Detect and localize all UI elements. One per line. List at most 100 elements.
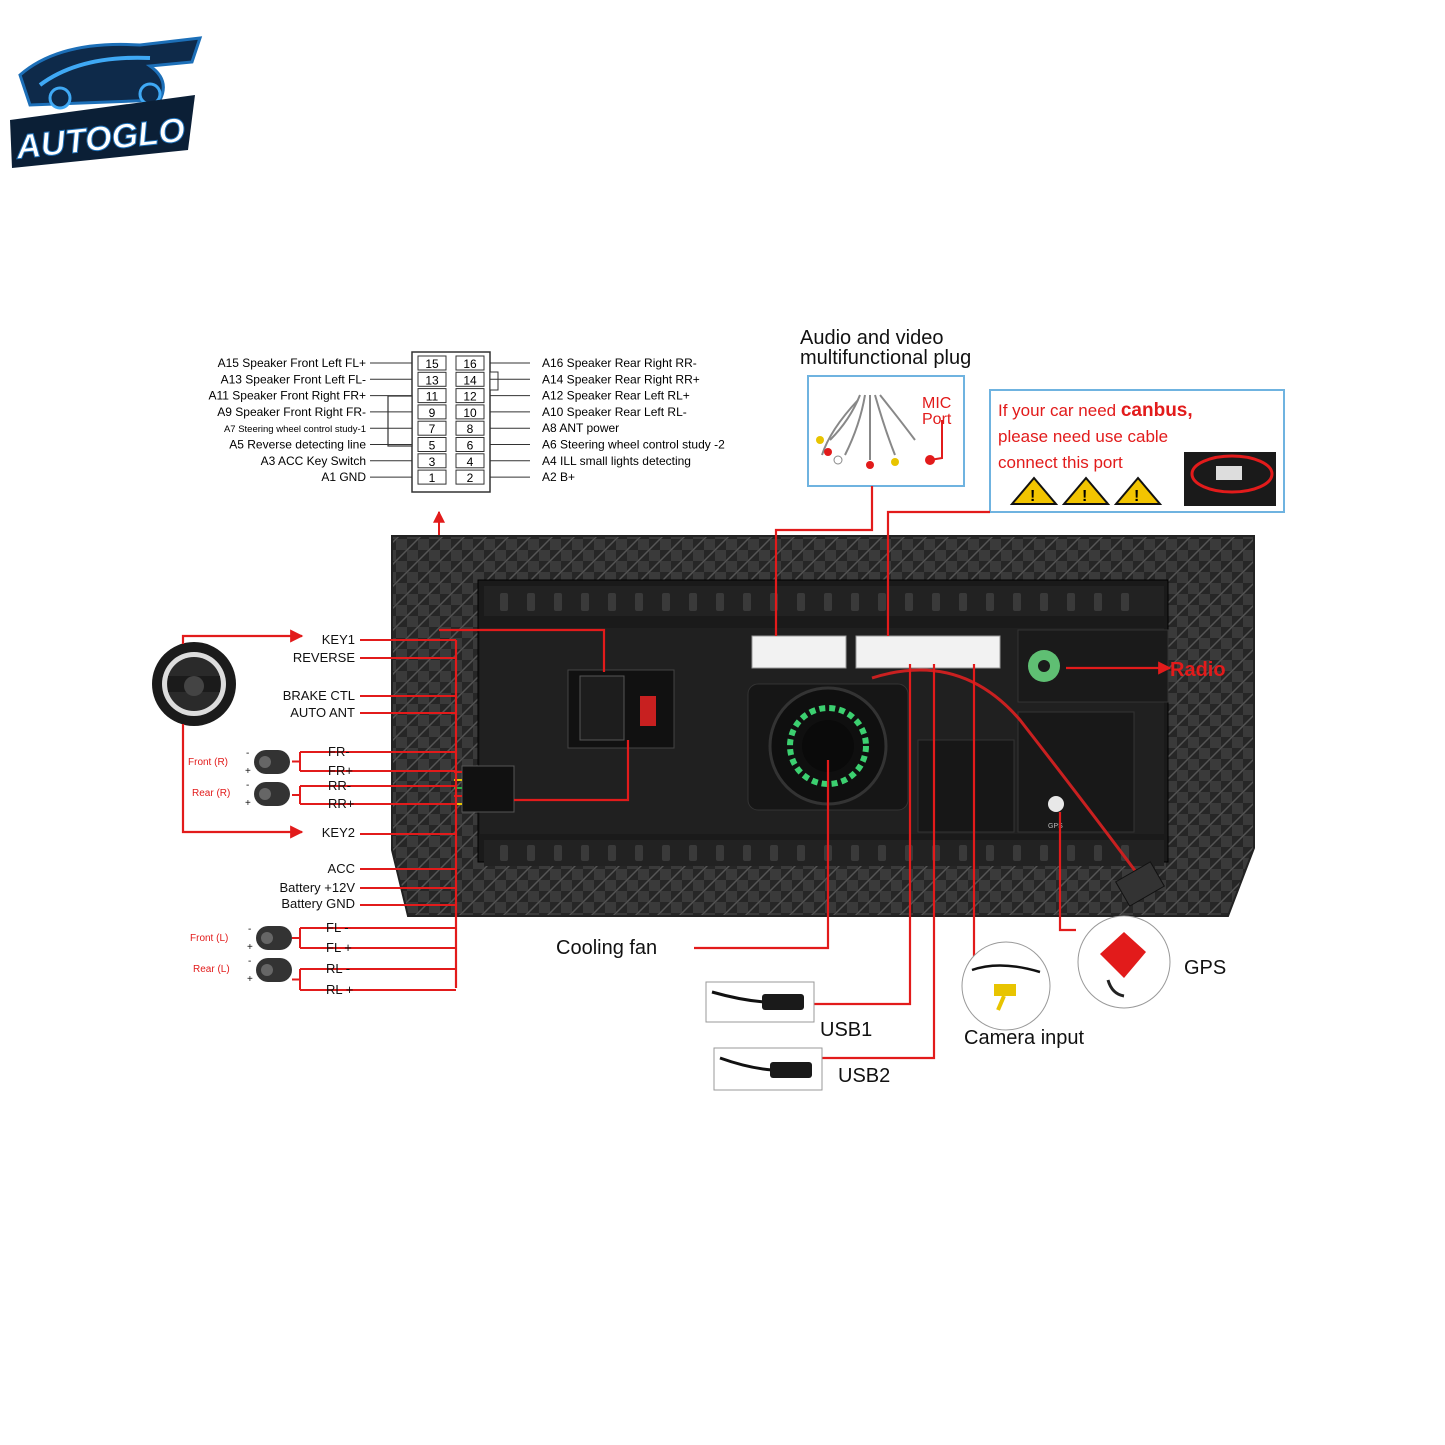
pin-number: 13 [425,373,439,387]
pin-number: 3 [429,455,436,469]
callout-lines [439,486,1172,1060]
vent-slot [1067,593,1075,611]
pin-number: 14 [463,373,477,387]
warning-icon: ! [1009,476,1059,505]
usb1-cable-photo [705,981,815,1023]
vent-slot [959,593,967,611]
head-unit-back: GPS [391,535,1255,917]
polarity-plus: + [247,974,253,985]
front-r-label: Front (R) [188,757,228,768]
pin-cell [417,420,447,436]
vent-slot [1040,593,1048,611]
vent-slot [554,593,562,611]
vent-slot [662,593,670,611]
pin-number: 6 [467,439,474,453]
pin-cell [417,469,447,485]
pin-cell [455,404,485,420]
vent-slot [662,845,670,861]
rl-plus-label: RL + [326,982,353,997]
pin-cell [455,469,485,485]
radio-socket [1017,629,1169,703]
harness-left-labels: KEY1 REVERSE BRAKE CTL AUTO ANT FR- FR+ … [279,632,355,997]
vent-slot [608,845,616,861]
pin-label: A3 ACC Key Switch [261,454,366,468]
pin-cell [417,437,447,452]
usb2-label: USB2 [838,1065,890,1087]
av-plug-box: MIC Port [807,375,965,487]
canbus-connector-port [855,635,1001,669]
vent-slot [797,593,805,611]
pin-label: A5 Reverse detecting line [229,438,366,452]
pin-label: A8 ANT power [542,421,619,435]
vent-slot [824,593,832,611]
vent-slot [986,593,994,611]
speaker-icons [254,750,292,982]
pin-label: A4 ILL small lights detecting [542,454,691,468]
pin-cell [455,371,485,387]
mic-port-label-1: MIC [922,395,951,412]
usb1-label: USB1 [820,1019,872,1041]
vent-slot [1094,593,1102,611]
pin-label: A7 Steering wheel control study-1 [224,424,366,435]
pin-cell [417,453,447,469]
front-l-label: Front (L) [190,933,228,944]
pin-label: A11 Speaker Front Right FR+ [208,389,366,403]
polarity-minus: - [246,748,249,759]
polarity-minus: - [246,780,249,791]
svg-text:If your car need canbus,: If your car need canbus, [998,400,1193,421]
vent-slot [1013,593,1021,611]
vent-slot [743,845,751,861]
vent-slot [959,845,967,861]
av-plug-title-2: multifunctional plug [800,347,971,369]
harness-lines [292,639,456,991]
svg-text:!: ! [1082,488,1087,505]
canbus-line3: connect this port [998,453,1123,472]
vent-slot [500,593,508,611]
gps-label: GPS [1184,957,1226,979]
vent-slot [554,845,562,861]
pin-label: A2 B+ [542,470,575,484]
pin-cell [455,453,485,469]
vent-slot [797,845,805,861]
pin-label: A9 Speaker Front Right FR- [217,405,366,419]
pin-right-labels: A16 Speaker Rear Right RR- A14 Speaker Re… [542,356,725,484]
speaker-icon [254,782,290,806]
vent-slot [878,845,886,861]
pin-number: 2 [467,471,474,485]
pin-left-labels: A15 Speaker Front Left FL+A13 Speaker Fr… [208,356,366,484]
vent-slot [635,593,643,611]
vent-slot [581,593,589,611]
battery-gnd-label: Battery GND [281,896,355,911]
pin-label: A15 Speaker Front Left FL+ [218,356,366,370]
steering-arrows [181,629,304,839]
vent-slot [1040,845,1048,861]
pin-label: A16 Speaker Rear Right RR- [542,356,697,370]
pin-label: A14 Speaker Rear Right RR+ [542,372,700,386]
canbus-line2: please need use cable [998,427,1168,446]
usb2-cable-photo [713,1047,823,1091]
fl-minus-label: FL - [326,920,349,935]
pin-cell [455,355,485,371]
speaker-polarity-marks: - + - + - + - + [245,748,253,985]
av-connector-port [751,635,847,669]
pin-number: 16 [463,357,477,371]
speaker-icon [256,926,292,950]
vent-slot [851,845,859,861]
speaker-icon [256,958,292,982]
pin-label: A12 Speaker Rear Left RL+ [542,389,690,403]
cooling-fan-label: Cooling fan [556,937,657,959]
warning-icon: ! [1061,476,1111,505]
fr-plus-label: FR+ [328,763,353,778]
fl-plus-label: FL + [326,940,352,955]
vent-slot [932,593,940,611]
radio-label: Radio [1170,659,1226,681]
vent-slots [500,593,1129,861]
vent-slot [635,845,643,861]
pin-cell [417,355,447,371]
vent-slot [743,593,751,611]
reverse-label: REVERSE [293,650,355,665]
side-harness-plug [461,765,515,813]
autoglo-logo: AUTOGLO AUSTRALIA [10,36,203,172]
